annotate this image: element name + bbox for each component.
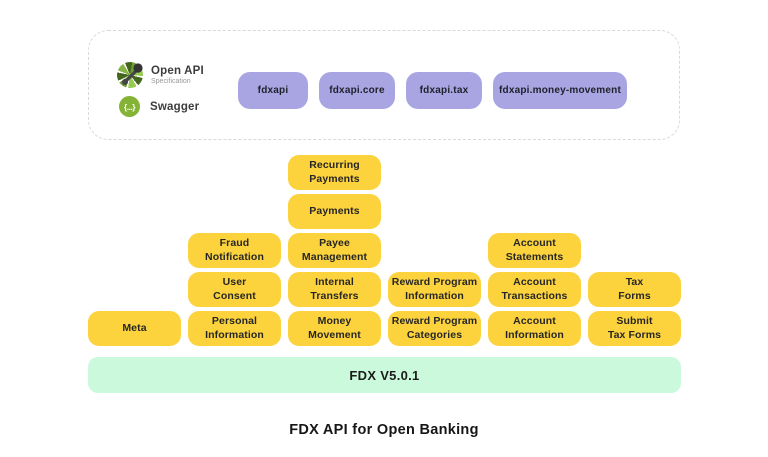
api-box-fdxapi-money-movement: fdxapi.money-movement [493, 72, 627, 109]
spec-container: Open API Specification {...} Swagger fdx… [88, 30, 680, 140]
module-meta: Meta [88, 311, 181, 346]
swagger-icon: {...} [119, 96, 140, 117]
swagger-logo: {...} Swagger [117, 96, 204, 117]
api-box-fdxapi-core: fdxapi.core [319, 72, 395, 109]
openapi-icon [117, 62, 143, 88]
swagger-title: Swagger [150, 100, 200, 113]
module-reward-program-information: Reward Program Information [388, 272, 481, 307]
module-user-consent: User Consent [188, 272, 281, 307]
openapi-title: Open API [151, 64, 204, 77]
api-box-fdxapi: fdxapi [238, 72, 308, 109]
module-payee-management: Payee Management [288, 233, 381, 268]
module-money-movement: Money Movement [288, 311, 381, 346]
module-payments: Payments [288, 194, 381, 229]
openapi-subtitle: Specification [151, 77, 191, 85]
fdx-version-bar: FDX V5.0.1 [88, 357, 681, 393]
module-fraud-notification: Fraud Notification [188, 233, 281, 268]
module-recurring-payments: Recurring Payments [288, 155, 381, 190]
api-namespace-row: fdxapi fdxapi.core fdxapi.tax fdxapi.mon… [238, 72, 627, 109]
openapi-logo-text: Open API Specification [151, 65, 204, 85]
diagram-caption: FDX API for Open Banking [289, 422, 479, 438]
openapi-logo: Open API Specification [117, 62, 204, 88]
module-account-transactions: Account Transactions [488, 272, 581, 307]
module-account-information: Account Information [488, 311, 581, 346]
module-reward-program-categories: Reward Program Categories [388, 311, 481, 346]
module-internal-transfers: Internal Transfers [288, 272, 381, 307]
api-box-fdxapi-tax: fdxapi.tax [406, 72, 482, 109]
spec-logos: Open API Specification {...} Swagger [117, 62, 204, 125]
module-personal-information: Personal Information [188, 311, 281, 346]
module-submit-tax-forms: Submit Tax Forms [588, 311, 681, 346]
module-account-statements: Account Statements [488, 233, 581, 268]
module-pyramid: Recurring Payments Payments Fraud Notifi… [88, 155, 681, 346]
module-tax-forms: Tax Forms [588, 272, 681, 307]
